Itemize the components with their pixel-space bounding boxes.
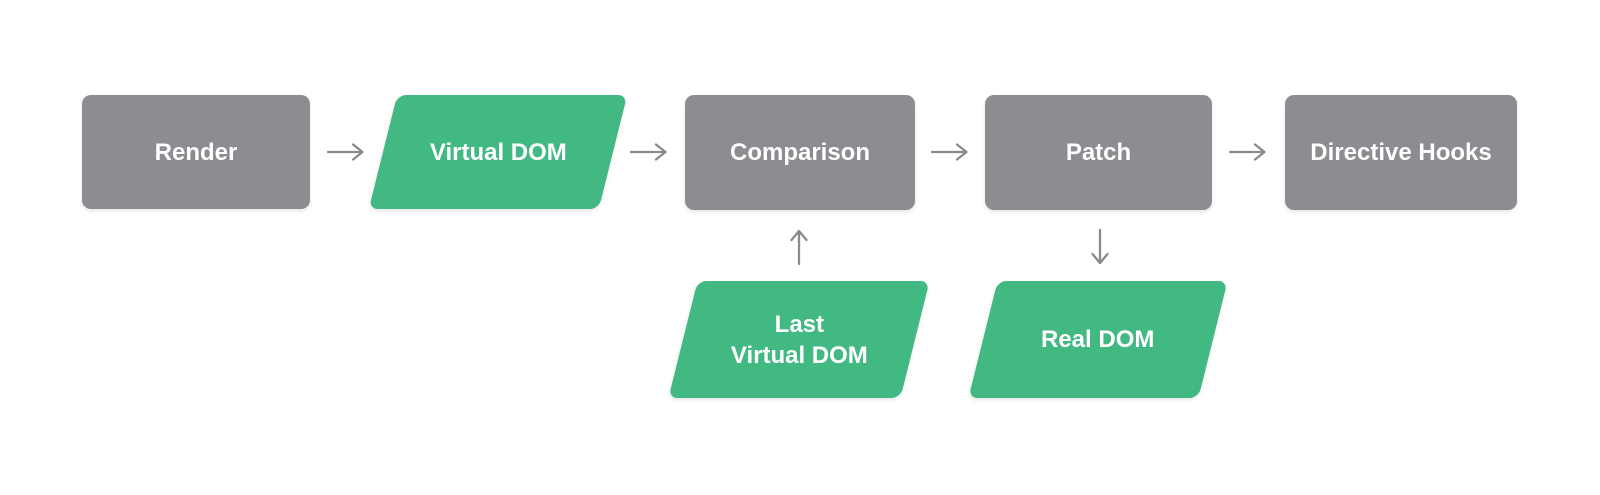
- node-last-virtual-dom-label-line1: Last: [774, 310, 824, 338]
- node-patch-label: Patch: [1065, 139, 1132, 166]
- arrow-down-icon: [1091, 228, 1109, 265]
- node-virtual-dom: Virtual DOM: [368, 95, 628, 209]
- node-comparison: Comparison: [685, 95, 915, 210]
- arrow-right-icon: [1228, 143, 1266, 161]
- edge-last-virtual-dom-to-comparison: [788, 226, 810, 268]
- node-comparison-label: Comparison: [729, 139, 870, 166]
- edge-virtual-dom-to-comparison: [626, 140, 672, 164]
- node-directive-hooks-label: Directive Hooks: [1310, 139, 1492, 166]
- node-render-label: Render: [154, 138, 238, 166]
- node-last-virtual-dom-label: Last Virtual DOM: [731, 309, 868, 371]
- arrow-up-icon: [790, 229, 808, 266]
- edge-patch-to-directive-hooks: [1225, 140, 1271, 164]
- node-real-dom: Real DOM: [968, 281, 1228, 398]
- node-virtual-dom-label: Virtual DOM: [429, 138, 567, 166]
- edge-patch-to-real-dom: [1089, 226, 1111, 268]
- arrow-right-icon: [326, 143, 364, 161]
- node-real-dom-label: Real DOM: [1041, 326, 1155, 353]
- edge-comparison-to-patch: [927, 140, 973, 164]
- node-last-virtual-dom-label-line2: Virtual DOM: [730, 341, 868, 369]
- node-last-virtual-dom: Last Virtual DOM: [668, 281, 930, 398]
- arrow-right-icon: [930, 143, 968, 161]
- node-patch: Patch: [985, 95, 1212, 210]
- node-render: Render: [82, 95, 310, 209]
- edge-render-to-virtual-dom: [323, 140, 369, 164]
- arrow-right-icon: [629, 143, 667, 161]
- node-directive-hooks: Directive Hooks: [1285, 95, 1517, 210]
